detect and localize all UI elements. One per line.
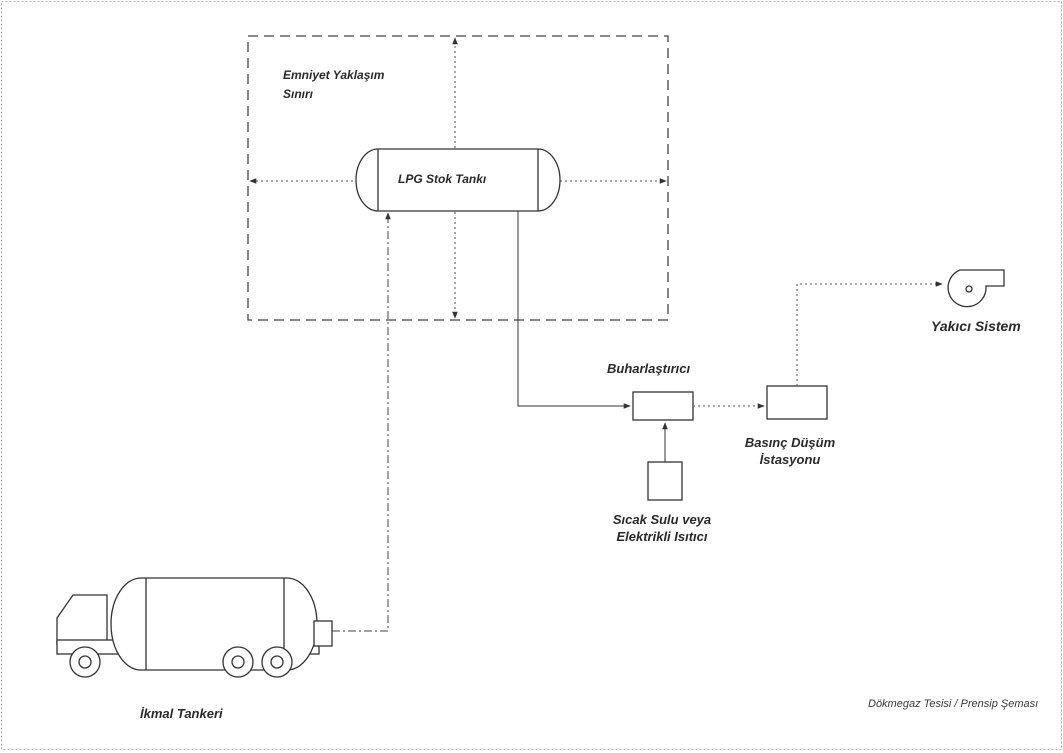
heater-label-line2: Elektrikli Isıtıcı: [616, 529, 708, 544]
heater-label: Sıcak Sulu veya Elektrikli Isıtıcı: [592, 511, 732, 545]
filling-line: [332, 212, 391, 632]
tanker-truck-icon: [56, 577, 333, 678]
pressure-station-label-line1: Basınç Düşüm: [744, 435, 836, 450]
burner-blower-icon: [947, 269, 1005, 308]
vaporizer-box: [632, 391, 694, 421]
safety-distance-arrows: [249, 37, 667, 319]
safety-boundary-label-line1: Emniyet Yaklaşım: [283, 68, 385, 82]
vaporizer-label: Buharlaştırıcı: [607, 361, 691, 376]
safety-boundary-label-line2: Sınırı: [283, 87, 314, 101]
burner-supply-line: [796, 281, 943, 386]
heater-box: [647, 461, 683, 501]
burner-system-label: Yakıcı Sistem: [931, 318, 1021, 334]
storage-tank-label: LPG Stok Tankı: [398, 172, 487, 186]
pressure-station-box: [766, 385, 828, 420]
heater-label-line1: Sıcak Sulu veya: [612, 512, 712, 527]
pressure-station-label-line2: İstasyonu: [759, 452, 821, 467]
safety-boundary-label: Emniyet Yaklaşım Sınırı: [283, 66, 384, 104]
safety-boundary: [247, 35, 669, 321]
diagram-caption: Dökmegaz Tesisi / Prensip Şeması: [868, 698, 1039, 710]
lpg-storage-tank: [355, 148, 561, 212]
liquid-line: [517, 211, 631, 409]
supply-tanker-label: İkmal Tankeri: [140, 706, 223, 721]
pressure-station-label: Basınç Düşüm İstasyonu: [734, 434, 846, 468]
